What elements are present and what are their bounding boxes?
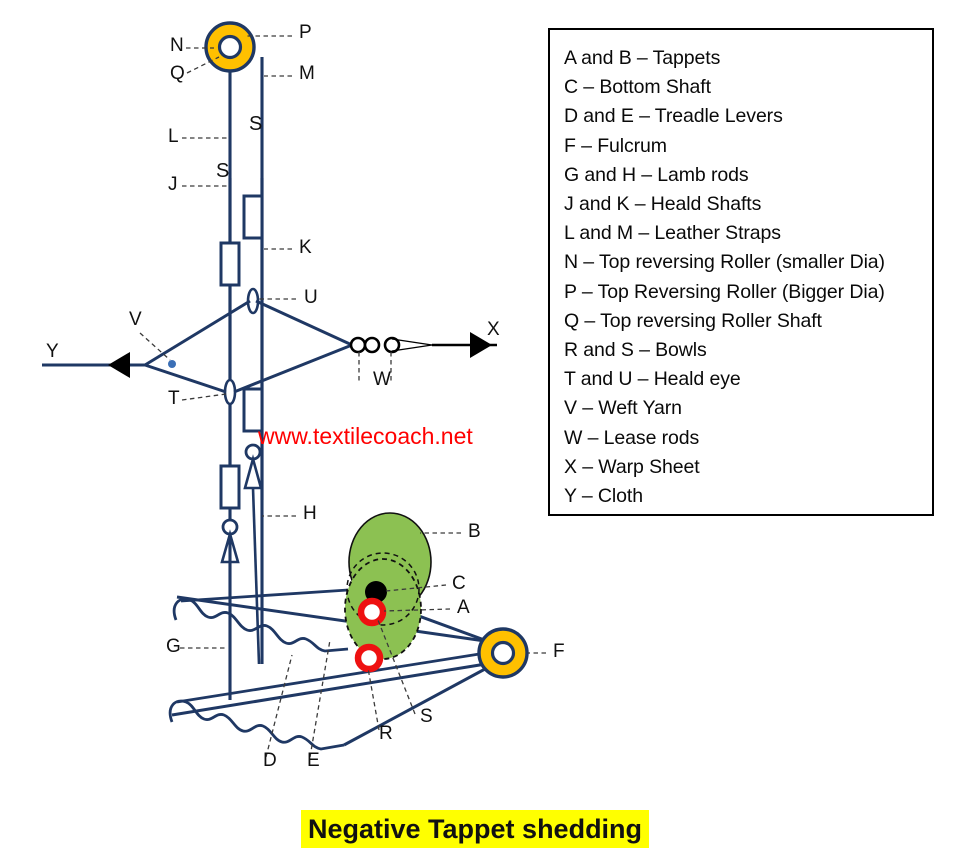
callout-E: E <box>307 750 320 771</box>
callout-R: R <box>379 723 393 744</box>
cam-base-circle <box>346 552 420 626</box>
callout-T: T <box>168 388 180 409</box>
warp-sheet-X <box>391 332 497 358</box>
bowl-block-K-lower <box>242 387 264 433</box>
cloth-Y <box>42 352 145 378</box>
legend-item: F – Fulcrum <box>564 134 667 157</box>
legend-item: N – Top reversing Roller (smaller Dia) <box>564 251 885 274</box>
leader-lines <box>139 35 546 758</box>
legend-item: Y – Cloth <box>564 485 643 508</box>
bowl-S <box>357 597 387 627</box>
legend-item: X – Warp Sheet <box>564 455 700 478</box>
legend-item: G and H – Lamb rods <box>564 163 749 186</box>
top-reversing-roller-P <box>204 21 256 73</box>
legend-item: D and E – Treadle Levers <box>564 105 783 128</box>
bowl-block-K-upper <box>242 194 264 240</box>
strap-bowl-label-lower: S <box>216 160 229 182</box>
callout-A: A <box>457 597 470 618</box>
callout-H: H <box>303 503 317 524</box>
treadle-lever-D <box>171 661 493 717</box>
callout-W: W <box>373 369 391 390</box>
callout-Q: Q <box>170 63 185 84</box>
weft-yarn-dot <box>168 360 176 368</box>
callout-J: J <box>168 174 178 195</box>
legend-item: C – Bottom Shaft <box>564 76 711 99</box>
treadle-lever-E <box>176 595 493 644</box>
callout-U: U <box>304 287 318 308</box>
legend-item: W – Lease rods <box>564 426 700 449</box>
callout-F: F <box>553 641 565 662</box>
heald-shaft-K <box>242 178 264 665</box>
legend-item: T and U – Heald eye <box>564 368 741 391</box>
shed-warp-lines <box>144 299 353 394</box>
callout-Y: Y <box>46 341 59 362</box>
callout-N: N <box>170 35 184 56</box>
cloth-arrow-head <box>108 352 130 378</box>
legend-item: J and K – Heald Shafts <box>564 193 762 216</box>
heald-eye-T <box>223 378 237 406</box>
callout-V: V <box>129 309 142 330</box>
legend-item: A and B – Tappets <box>564 47 721 69</box>
lamb-rod-G <box>168 650 493 751</box>
fulcrum-F <box>477 627 529 679</box>
legend-panel: A and B – Tappets C – Bottom Shaft D and… <box>548 28 934 516</box>
warp-arrow-head <box>470 332 492 358</box>
legend-item: V – Weft Yarn <box>564 397 682 420</box>
figure-title: Negative Tappet shedding <box>301 810 650 848</box>
callout-B: B <box>468 521 481 542</box>
callout-D: D <box>263 750 277 771</box>
top-reversing-roller-N <box>217 34 243 60</box>
lease-rods-W <box>349 336 401 354</box>
callout-S: S <box>420 706 433 727</box>
legend-item: R and S – Bowls <box>564 339 707 362</box>
lamb-rod-H <box>172 588 349 653</box>
callout-C: C <box>452 573 466 594</box>
callout-P: P <box>299 22 312 43</box>
bowl-block-J-lower <box>219 464 241 510</box>
watermark-text: www.textilecoach.net <box>258 423 473 449</box>
strap-bowl-label-upper: S <box>249 113 262 135</box>
legend-item: Q – Top reversing Roller Shaft <box>564 309 822 332</box>
bowl-block-J-upper <box>219 241 241 287</box>
legend-item: L and M – Leather Straps <box>564 222 781 245</box>
callout-X: X <box>487 319 500 340</box>
bowl-R <box>354 643 384 673</box>
callout-M: M <box>299 63 315 84</box>
callout-K: K <box>299 237 312 258</box>
callout-G: G <box>166 636 181 657</box>
callout-L: L <box>168 126 179 147</box>
bottom-shaft-C <box>365 581 387 603</box>
callout-labels: N P Q M L J K U V X Y W T H B C A G F S … <box>46 22 565 771</box>
legend-item: P – Top Reversing Roller (Bigger Dia) <box>564 280 885 303</box>
